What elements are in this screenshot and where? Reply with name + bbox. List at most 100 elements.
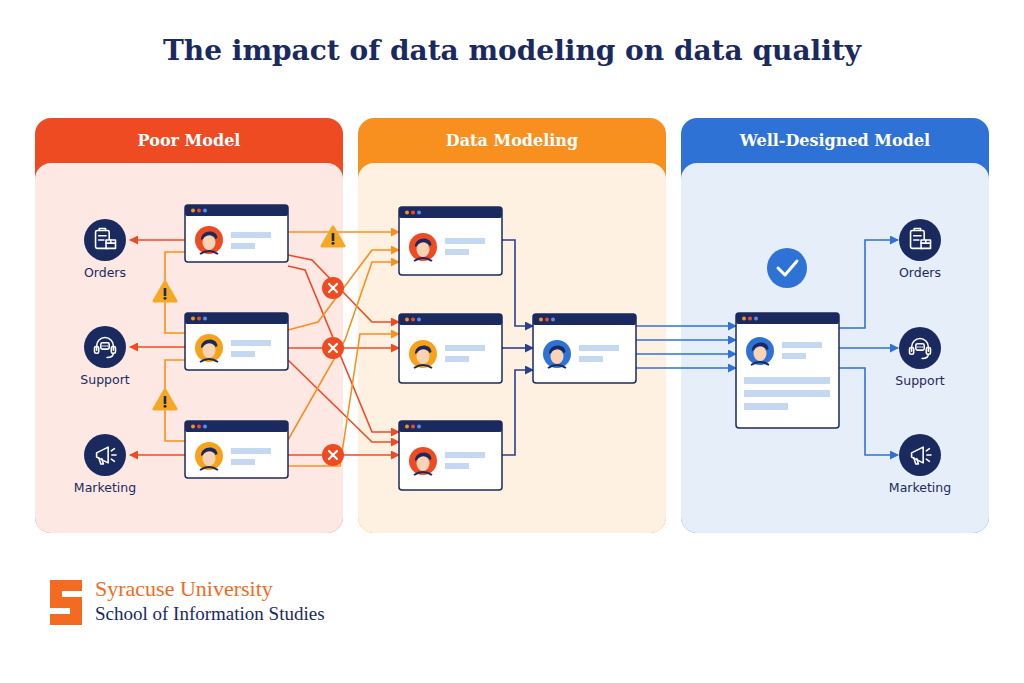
art-circle: [899, 434, 941, 476]
art-path: [288, 255, 399, 322]
art-rect: [445, 238, 485, 244]
art-path: [103, 345, 107, 347]
warning-marks: [154, 227, 344, 409]
art-rect: [445, 356, 469, 362]
merge-lines: [501, 240, 533, 455]
art-rect: [231, 448, 271, 454]
art-path: [288, 231, 399, 233]
panel-body: [681, 163, 989, 533]
art-path: [635, 367, 736, 369]
art-path: [130, 239, 185, 241]
art-path: [922, 354, 928, 358]
art-path: [501, 370, 533, 455]
icon-circle: [84, 219, 126, 261]
art-path: [501, 347, 533, 349]
department-label: Marketing: [55, 480, 155, 495]
art-path: [99, 236, 106, 240]
art-circle: [767, 248, 807, 288]
art-use: [200, 339, 218, 362]
record-card: [185, 421, 288, 478]
art-path: [914, 236, 921, 240]
art-path: [838, 368, 898, 455]
art-circle: [203, 317, 207, 321]
panel-heading: Poor Model: [35, 118, 343, 163]
art-rect: [185, 313, 288, 324]
art-rect: [921, 240, 930, 248]
art-rect: [744, 390, 830, 397]
art-path: [778, 261, 797, 275]
art-circle: [899, 327, 941, 369]
art-use: [154, 282, 176, 301]
icon-circle: [899, 327, 941, 369]
record-card: [185, 313, 288, 370]
art-path: [914, 228, 920, 230]
icon-circle: [84, 326, 126, 368]
art-use: [200, 447, 218, 470]
art-path: [288, 334, 399, 466]
art-circle: [203, 425, 207, 429]
stage-panel: Poor ModelOrdersSupportMarketing: [35, 118, 343, 533]
art-circle: [84, 326, 126, 368]
art-circle: [754, 317, 758, 321]
art-circle: [405, 211, 409, 215]
art-path: [165, 252, 185, 333]
art-circle: [748, 317, 752, 321]
art-path: [635, 353, 736, 355]
art-rect: [399, 207, 502, 218]
art-use: [322, 227, 344, 246]
art-path: [288, 360, 399, 442]
art-circle: [191, 425, 195, 429]
diagram-title: The impact of data modeling on data qual…: [0, 34, 1024, 67]
art-path: [288, 250, 399, 330]
art-circle: [742, 317, 746, 321]
department-icon: Support: [880, 327, 960, 391]
art-rect: [185, 205, 288, 262]
art-circle: [417, 211, 421, 215]
art-use: [322, 277, 344, 299]
art-use: [414, 238, 432, 261]
art-rect: [399, 314, 502, 325]
art-g: [911, 228, 931, 248]
flow-lines: [635, 240, 898, 455]
art-circle: [84, 434, 126, 476]
department-label: Orders: [870, 265, 970, 280]
art-use: [751, 342, 769, 365]
art-path: [288, 347, 399, 349]
department-label: Marketing: [870, 480, 970, 495]
art-rect: [910, 347, 914, 354]
art-rect: [579, 356, 603, 362]
department-icon: Orders: [65, 219, 145, 283]
art-circle: [409, 233, 437, 261]
art-rect: [231, 351, 255, 357]
icon-circle: [899, 219, 941, 261]
art-rect: [445, 249, 469, 255]
art-path: [914, 458, 919, 464]
art-rect: [445, 463, 469, 469]
art-path: [106, 240, 115, 243]
art-circle: [899, 219, 941, 261]
art-circle: [543, 340, 571, 368]
art-rect: [399, 421, 502, 432]
department-label: Support: [870, 373, 970, 388]
art-rect: [533, 314, 636, 383]
art-rect: [782, 353, 806, 359]
art-path: [838, 347, 898, 349]
art-rect: [185, 421, 288, 432]
art-rect: [926, 347, 930, 354]
art-rect: [185, 313, 288, 370]
art-path: [107, 353, 113, 357]
art-circle: [411, 211, 415, 215]
art-g: [910, 339, 931, 359]
art-path: [288, 262, 399, 440]
art-circle: [551, 318, 555, 322]
department-label: Support: [55, 372, 155, 387]
art-rect: [231, 459, 255, 465]
record-card: [399, 207, 502, 275]
art-use: [414, 452, 432, 475]
record-card: [736, 313, 839, 428]
art-rect: [399, 421, 502, 490]
art-circle: [539, 318, 543, 322]
art-circle: [417, 425, 421, 429]
art-path: [99, 228, 105, 230]
art-rect: [231, 243, 255, 249]
